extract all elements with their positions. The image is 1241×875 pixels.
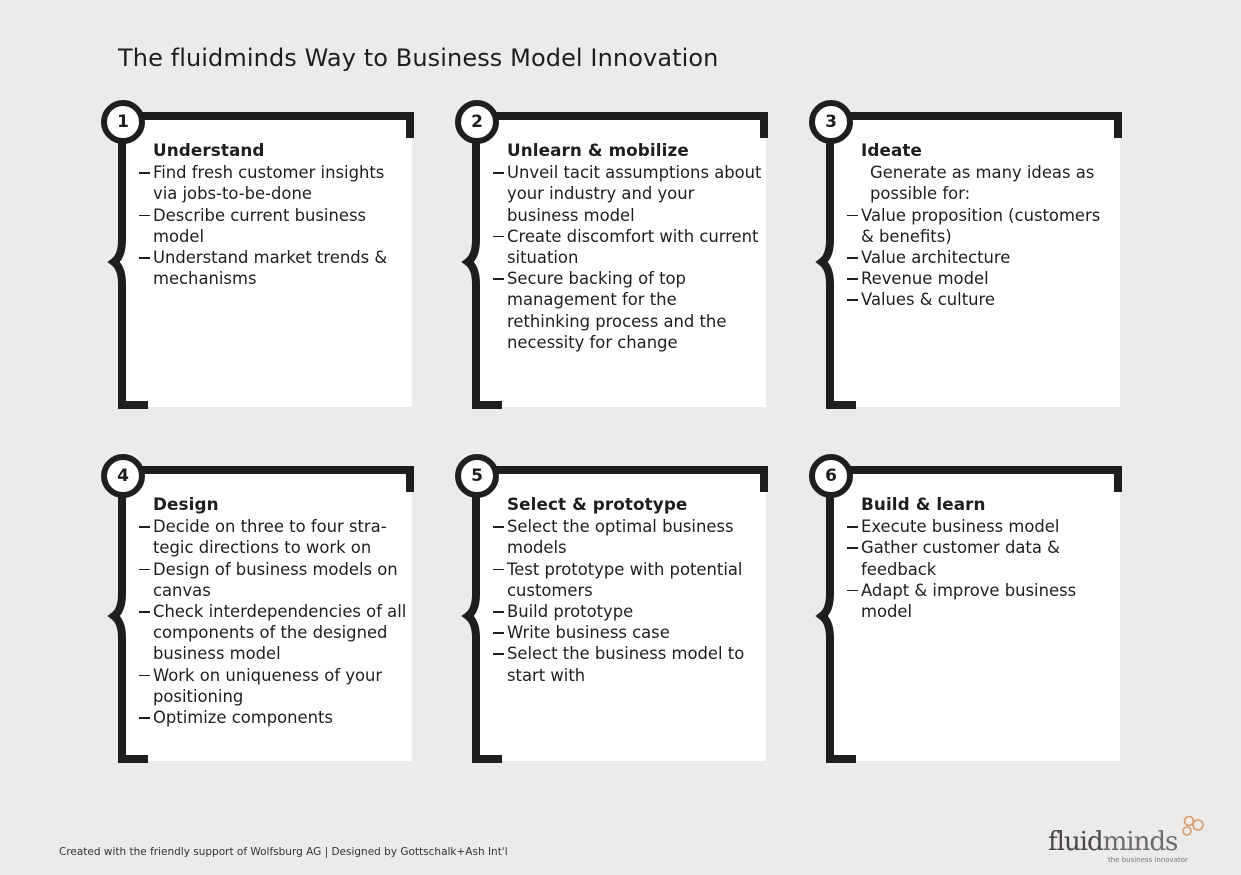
bracket-frame	[461, 466, 768, 763]
logo-word-fluid: fluid	[1048, 827, 1104, 857]
step-panel	[473, 474, 766, 761]
step-item: Execute business model	[846, 516, 1116, 537]
step-item-list: Find fresh customer insights via jobs-to…	[138, 162, 408, 289]
step-item: Design of business models on canvas	[138, 559, 408, 601]
bracket-frame	[107, 112, 414, 409]
step-panel	[119, 120, 412, 407]
credits-text: Created with the friendly support of Wol…	[59, 846, 508, 858]
step-item: Revenue model	[846, 268, 1116, 289]
step-panel	[827, 120, 1120, 407]
step-item: Unveil tacit assumptions about your indu…	[492, 162, 762, 226]
step-item: Check interdependencies of all component…	[138, 601, 408, 665]
step-item: Adapt & improve business model	[846, 580, 1116, 622]
step-heading: Design	[153, 494, 219, 514]
step-item: Work on uniqueness of your positioning	[138, 665, 408, 707]
step-intro: Generate as many ideas as possible for:	[870, 163, 1095, 204]
bracket-frame	[461, 112, 768, 409]
step-panel	[119, 474, 412, 761]
step-number-badge: 6	[809, 454, 853, 498]
step-item: Describe current business model	[138, 205, 408, 247]
logo-tagline: the business innovator	[1108, 856, 1188, 864]
step-item-list: Unveil tacit assumptions about your indu…	[492, 162, 762, 353]
step-item: Optimize components	[138, 707, 408, 728]
step-item: Write business case	[492, 622, 762, 643]
step-item: Value proposition (customers & benefits)	[846, 205, 1116, 247]
logo-wordmark: fluidminds	[1048, 827, 1179, 857]
step-panel	[827, 474, 1120, 761]
page-title: The fluidminds Way to Business Model Inn…	[118, 44, 719, 72]
bracket-frame	[815, 466, 1122, 763]
step-panel	[473, 120, 766, 407]
step-number-badge: 2	[455, 100, 499, 144]
fluidminds-logo: fluidminds the business innovator	[1048, 815, 1212, 865]
step-item: Find fresh customer insights via jobs-to…	[138, 162, 408, 204]
step-number-badge: 1	[101, 100, 145, 144]
step-item: Understand market trends & mechanisms	[138, 247, 408, 289]
step-number-badge: 5	[455, 454, 499, 498]
step-heading: Unlearn & mobilize	[507, 140, 689, 160]
step-item: Build prototype	[492, 601, 762, 622]
step-item: Test prototype with potential customers	[492, 559, 762, 601]
step-heading: Build & learn	[861, 494, 986, 514]
step-item: Values & culture	[846, 289, 1116, 310]
step-item-list: Value proposition (customers & benefits)…	[846, 205, 1116, 311]
logo-mark-icon	[1182, 815, 1204, 836]
step-item: Select the optimal business models	[492, 516, 762, 558]
step-item: Value architecture	[846, 247, 1116, 268]
step-number-badge: 4	[101, 454, 145, 498]
logo-word-minds: minds	[1102, 827, 1179, 857]
step-number-badge: 3	[809, 100, 853, 144]
step-item: Secure backing of top management for the…	[492, 268, 762, 353]
step-heading: Select & prototype	[507, 494, 688, 514]
step-item: Decide on three to four stra- tegic dire…	[138, 516, 408, 558]
bracket-frame	[815, 112, 1122, 409]
step-item: Gather customer data & feedback	[846, 537, 1116, 579]
bracket-frame	[107, 466, 414, 763]
step-item: Select the business model to start with	[492, 643, 762, 685]
step-heading: Understand	[153, 140, 265, 160]
step-item-list: Decide on three to four stra- tegic dire…	[138, 516, 408, 728]
step-item: Create discomfort with current situation	[492, 226, 762, 268]
step-heading: Ideate	[861, 140, 922, 160]
